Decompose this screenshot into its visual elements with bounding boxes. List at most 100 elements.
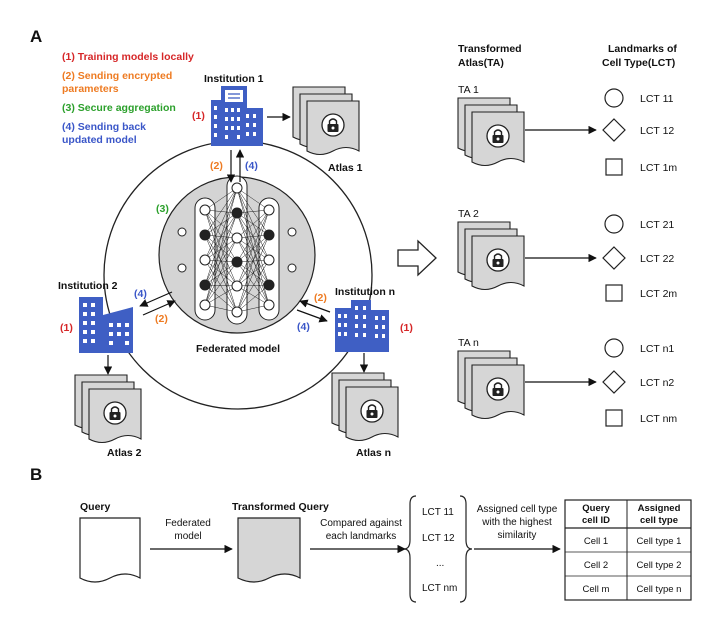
table-header-cell: cell type bbox=[640, 515, 678, 526]
lct-label: LCT nm bbox=[640, 413, 677, 425]
lock-icon bbox=[321, 113, 345, 137]
document-stack-icon bbox=[457, 350, 525, 420]
nn-edge bbox=[204, 261, 238, 306]
assigned-celltype-text: Assigned cell type bbox=[477, 504, 558, 515]
step1-inst1: (1) bbox=[192, 110, 205, 122]
neural-network-icon bbox=[177, 175, 297, 325]
nn-edge bbox=[204, 187, 238, 286]
table-cell: Cell 2 bbox=[584, 560, 608, 571]
nn-edge bbox=[204, 209, 238, 287]
nn-node bbox=[231, 182, 243, 194]
nn-node bbox=[199, 279, 211, 291]
table-border bbox=[564, 499, 692, 601]
table-cell: Cell type 1 bbox=[637, 536, 682, 547]
nn-edge bbox=[204, 237, 238, 286]
institution-2-label: Institution 2 bbox=[58, 280, 118, 292]
lock-icon bbox=[486, 377, 510, 401]
lct-header-cont: Cell Type(LCT) bbox=[602, 57, 675, 69]
nn-edge bbox=[236, 261, 270, 306]
nn-node bbox=[231, 232, 243, 244]
legend-step2-cont: parameters bbox=[62, 83, 119, 95]
nn-node bbox=[263, 299, 275, 311]
ta-group-1: TA 1 LCT 11 LCT 12 LCT 1m bbox=[457, 84, 677, 176]
step1-inst2: (1) bbox=[60, 322, 73, 334]
transformed-query-title: Transformed Query bbox=[232, 501, 329, 513]
legend-step1: (1) Training models locally bbox=[62, 51, 194, 63]
lct-list-item: ... bbox=[436, 558, 444, 569]
nn-edge bbox=[236, 259, 270, 313]
table-header-cell: cell ID bbox=[582, 515, 610, 526]
nn-edge bbox=[236, 209, 270, 313]
ta-group-n: TA n LCT n1 LCT n2 LCT nm bbox=[457, 337, 677, 427]
document-stack-icon bbox=[457, 221, 525, 291]
arrow-inst2-to-hub bbox=[142, 300, 176, 316]
legend-step4-cont: updated model bbox=[62, 134, 137, 146]
square-icon bbox=[605, 409, 623, 427]
lct-label: LCT 1m bbox=[640, 162, 677, 174]
diamond-icon bbox=[602, 118, 626, 142]
right-brace bbox=[459, 495, 473, 603]
circle-icon bbox=[604, 338, 624, 358]
nn-edge bbox=[204, 187, 238, 261]
lct-label: LCT n2 bbox=[640, 377, 674, 389]
lock-icon bbox=[486, 124, 510, 148]
nn-edge bbox=[236, 237, 270, 261]
nn-node bbox=[263, 279, 275, 291]
nn-edge bbox=[236, 209, 270, 287]
nn-node bbox=[231, 207, 243, 219]
transform-arrow-icon bbox=[397, 239, 437, 277]
square-icon bbox=[605, 284, 623, 302]
document-stack-icon bbox=[331, 372, 399, 442]
arrow-instn-to-hub bbox=[299, 299, 331, 313]
legend-step4: (4) Sending back bbox=[62, 121, 146, 133]
nn-node bbox=[199, 229, 211, 241]
ta-header-cont: Atlas(TA) bbox=[458, 57, 504, 69]
nn-node bbox=[231, 280, 243, 292]
compared-against-text: Compared against bbox=[320, 518, 402, 529]
query-title: Query bbox=[80, 501, 111, 513]
nn-edge bbox=[236, 237, 270, 306]
ta-header: Transformed bbox=[458, 43, 522, 55]
lct-label: LCT n1 bbox=[640, 343, 674, 355]
document-stack-icon bbox=[292, 86, 360, 156]
arrow-hub-to-inst2 bbox=[139, 291, 173, 307]
step4-instn: (4) bbox=[297, 321, 310, 333]
circle-icon bbox=[604, 214, 624, 234]
compared-against-text-cont: each landmarks bbox=[326, 531, 397, 542]
nn-node bbox=[199, 254, 211, 266]
document-stack-icon bbox=[457, 97, 525, 167]
institution-1-label: Institution 1 bbox=[204, 73, 264, 85]
nn-node bbox=[263, 229, 275, 241]
lct-list-item: LCT nm bbox=[422, 583, 457, 594]
nn-edge bbox=[204, 212, 238, 286]
step1-instn: (1) bbox=[400, 322, 413, 334]
building-icon bbox=[335, 300, 389, 352]
atlas-2-label: Atlas 2 bbox=[107, 447, 142, 459]
lct-label: LCT 2m bbox=[640, 288, 677, 300]
lct-label: LCT 21 bbox=[640, 219, 674, 231]
transformed-query-document-icon bbox=[237, 517, 301, 583]
assigned-celltype-text-cont: with the highest bbox=[481, 517, 552, 528]
table-cell: Cell type n bbox=[637, 584, 682, 595]
ta-label: TA 2 bbox=[458, 208, 479, 220]
nn-edge bbox=[204, 237, 238, 306]
nn-edge bbox=[204, 259, 238, 287]
federated-model-hub bbox=[158, 175, 316, 334]
square-icon bbox=[605, 158, 623, 176]
nn-edge bbox=[204, 234, 238, 287]
lct-list-item: LCT 11 bbox=[422, 507, 454, 518]
diamond-icon bbox=[602, 370, 626, 394]
ta-label: TA 1 bbox=[458, 84, 479, 96]
nn-node bbox=[177, 227, 187, 237]
panel-b-label: B bbox=[30, 465, 42, 484]
step4-inst1: (4) bbox=[245, 160, 258, 172]
diamond-icon bbox=[602, 246, 626, 270]
lct-list-item: LCT 12 bbox=[422, 533, 455, 544]
federated-model-step: Federated bbox=[165, 518, 211, 529]
legend-step3: (3) Secure aggregation bbox=[62, 102, 176, 114]
nn-edge bbox=[236, 209, 270, 239]
nn-node bbox=[287, 263, 297, 273]
table-cell: Cell type 2 bbox=[637, 560, 682, 571]
assigned-celltype-text-cont2: similarity bbox=[498, 530, 537, 541]
